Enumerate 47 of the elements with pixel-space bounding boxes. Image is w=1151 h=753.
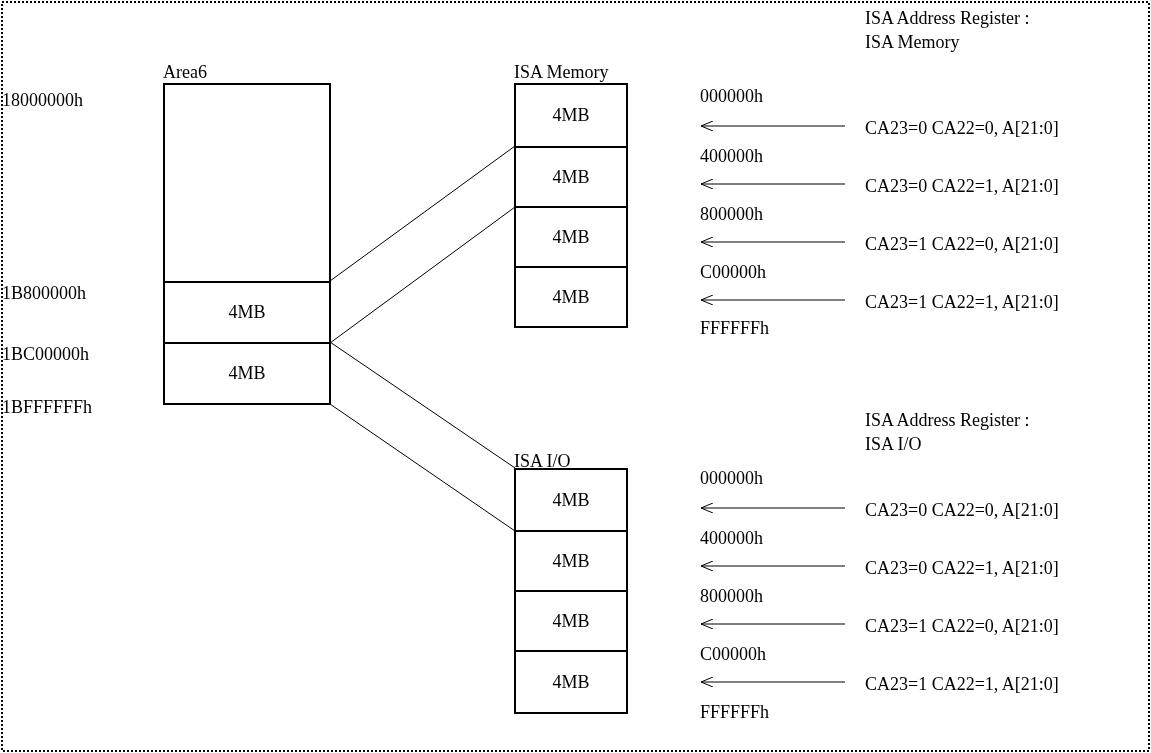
memory-block: 4MB bbox=[514, 266, 628, 328]
address-condition: CA23=1 CA22=0, A[21:0] bbox=[865, 233, 1059, 255]
region-title: ISA Memory bbox=[514, 62, 609, 82]
connector-line bbox=[329, 403, 516, 532]
region-title: ISA I/O bbox=[514, 451, 571, 471]
address-label: 400000h bbox=[700, 528, 763, 548]
arrow bbox=[700, 560, 846, 572]
address-label: 800000h bbox=[700, 204, 763, 224]
arrow bbox=[700, 178, 846, 190]
address-label: 000000h bbox=[700, 468, 763, 488]
address-label: 400000h bbox=[700, 146, 763, 166]
address-label: 18000000h bbox=[2, 90, 83, 110]
address-condition: CA23=0 CA22=0, A[21:0] bbox=[865, 499, 1059, 521]
register-heading: ISA Address Register : ISA Memory bbox=[865, 7, 1031, 54]
memory-block: 4MB bbox=[514, 83, 628, 148]
arrow bbox=[700, 502, 846, 514]
address-label: FFFFFFh bbox=[700, 702, 770, 722]
memory-block: 4MB bbox=[514, 206, 628, 268]
address-label: 1BFFFFFFh bbox=[2, 397, 93, 417]
address-condition: CA23=1 CA22=0, A[21:0] bbox=[865, 615, 1059, 637]
memory-block: 4MB bbox=[163, 281, 331, 344]
arrow bbox=[700, 294, 846, 306]
memory-block: 4MB bbox=[514, 468, 628, 532]
address-label: 000000h bbox=[700, 86, 763, 106]
arrow bbox=[700, 120, 846, 132]
address-label: 1BC00000h bbox=[2, 344, 89, 364]
arrow bbox=[700, 676, 846, 688]
address-label: FFFFFFh bbox=[700, 318, 770, 338]
address-condition: CA23=0 CA22=1, A[21:0] bbox=[865, 175, 1059, 197]
memory-block: 4MB bbox=[163, 342, 331, 405]
address-label: 800000h bbox=[700, 586, 763, 606]
memory-block: 4MB bbox=[514, 650, 628, 714]
memory-block: 4MB bbox=[514, 530, 628, 592]
address-label: C00000h bbox=[700, 262, 766, 282]
register-heading: ISA Address Register : ISA I/O bbox=[865, 409, 1031, 456]
address-condition: CA23=1 CA22=1, A[21:0] bbox=[865, 673, 1059, 695]
arrow bbox=[700, 236, 846, 248]
address-label: C00000h bbox=[700, 644, 766, 664]
arrow bbox=[700, 618, 846, 630]
address-condition: CA23=1 CA22=1, A[21:0] bbox=[865, 291, 1059, 313]
region-title: Area6 bbox=[163, 62, 207, 82]
memory-block: 4MB bbox=[514, 590, 628, 652]
address-condition: CA23=0 CA22=1, A[21:0] bbox=[865, 557, 1059, 579]
address-label: 1B800000h bbox=[2, 283, 86, 303]
memory-block: 4MB bbox=[514, 146, 628, 208]
address-condition: CA23=0 CA22=0, A[21:0] bbox=[865, 117, 1059, 139]
memory-region bbox=[163, 83, 331, 283]
